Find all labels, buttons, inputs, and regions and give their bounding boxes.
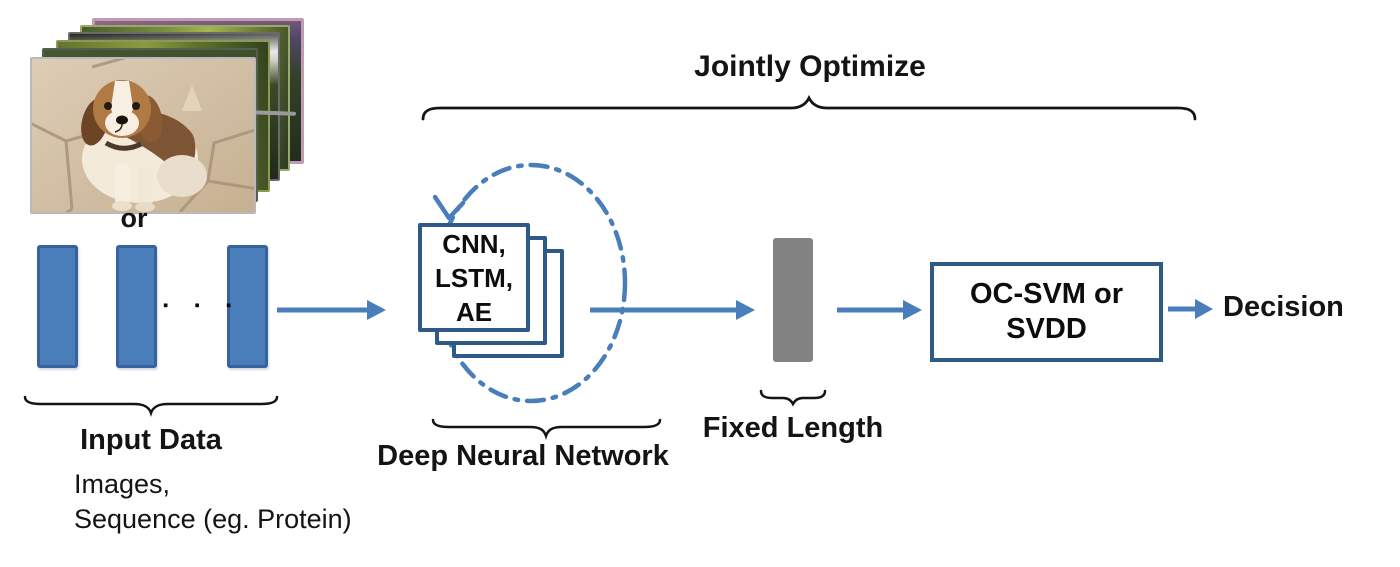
decision-label: Decision xyxy=(1223,291,1344,323)
input-vector-bar xyxy=(227,245,268,368)
input-data-brace xyxy=(23,395,279,417)
classifier-line1: OC-SVM or xyxy=(969,278,1124,310)
dnn-loop-arrowhead-icon xyxy=(432,194,466,221)
arrow-input-to-dnn-icon xyxy=(277,300,386,320)
fixed-length-label: Fixed Length xyxy=(702,412,884,444)
dnn-brace xyxy=(431,418,662,440)
dnn-box-line: LSTM, xyxy=(435,262,513,293)
arrow-representation-to-classifier-icon xyxy=(837,300,922,320)
dog-illustration-icon xyxy=(32,59,254,212)
input-desc-line1: Images, xyxy=(74,469,171,499)
dnn-box: CNN, LSTM, AE xyxy=(418,223,530,332)
jointly-optimize-label: Jointly Optimize xyxy=(694,50,926,83)
or-label: or xyxy=(120,203,148,233)
arrow-classifier-to-decision-icon xyxy=(1168,299,1213,319)
input-data-label: Input Data xyxy=(80,424,222,456)
input-vector-bar xyxy=(37,245,78,368)
input-desc-line2: Sequence (eg. Protein) xyxy=(74,504,352,534)
arrow-dnn-to-representation-icon xyxy=(590,300,755,320)
dnn-box-line: AE xyxy=(455,296,493,327)
input-vector-bar xyxy=(116,245,157,368)
dog-photo-stack xyxy=(28,18,304,214)
fixed-length-vector-bar xyxy=(773,238,813,362)
fixed-length-brace xyxy=(759,389,827,407)
ellipsis-dots: ▪ ▪ ▪ xyxy=(163,297,243,314)
dog-photo xyxy=(30,57,256,214)
jointly-optimize-brace xyxy=(421,94,1197,121)
classifier-box: OC-SVM or SVDD xyxy=(930,262,1163,362)
dnn-box-line: CNN, xyxy=(442,228,506,259)
dnn-label: Deep Neural Network xyxy=(377,440,669,472)
classifier-line2: SVDD xyxy=(1006,313,1087,345)
